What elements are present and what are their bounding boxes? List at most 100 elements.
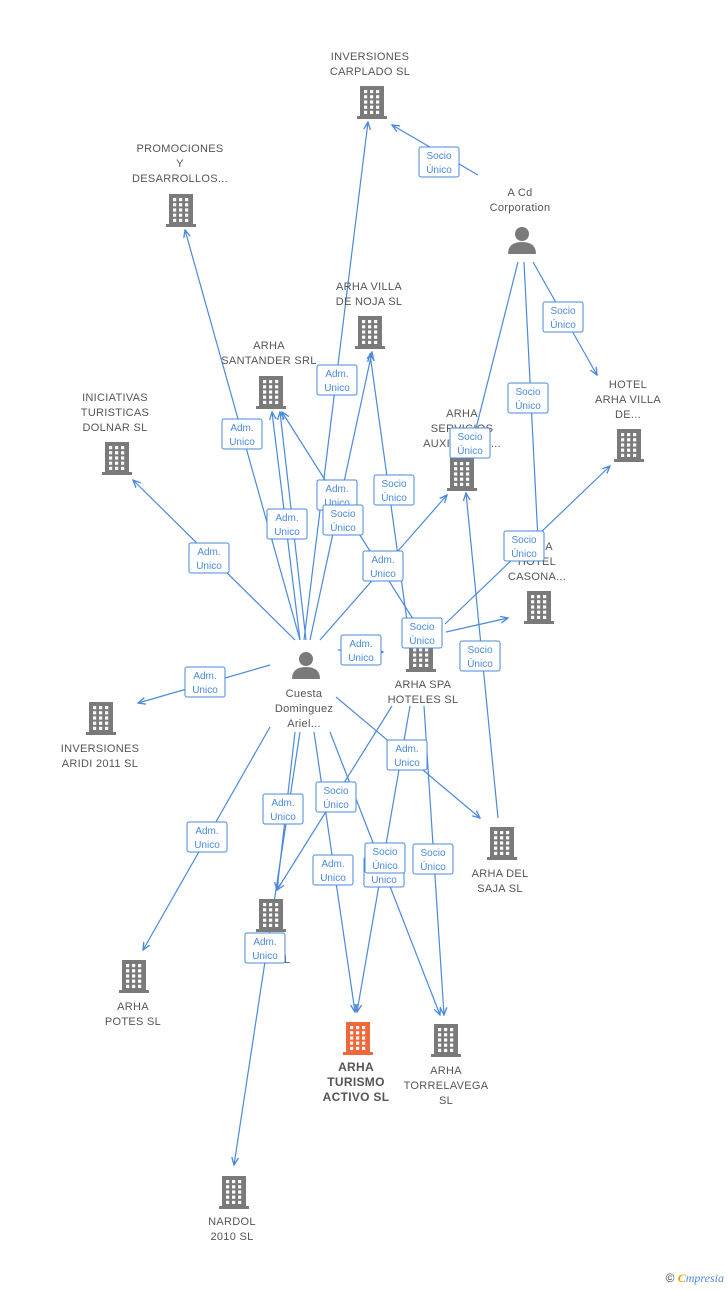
edge-label-box — [315, 781, 357, 813]
edge-label-box — [449, 427, 491, 459]
node-label: ARHA — [253, 340, 285, 352]
edge-label-box — [373, 474, 415, 506]
edge-label-text: Único — [467, 657, 493, 670]
edge-label-adm[interactable]: Adm.Unico — [262, 793, 304, 825]
node-label: ARIDI 2011 SL — [62, 758, 138, 770]
node-label: ACTIVO SL — [323, 1090, 390, 1104]
edge-label-text: Único — [330, 521, 356, 534]
person-icon — [508, 227, 536, 254]
edge-label-box — [188, 542, 230, 574]
edge-label-text: Adm. — [349, 639, 372, 650]
building-icon — [256, 899, 286, 932]
node-label: ARHA — [430, 1065, 462, 1077]
building-icon — [219, 1176, 249, 1209]
node-label: ARHA — [446, 408, 478, 420]
edge-label-adm[interactable]: Adm.Unico — [340, 634, 382, 666]
edge-label-adm[interactable]: Adm.Unico — [266, 508, 308, 540]
edge-label-text: Adm. — [275, 513, 298, 524]
edge-label-text: Socio — [420, 848, 445, 859]
edge-label-adm[interactable]: Adm.Unico — [221, 418, 263, 450]
edge-label-adm[interactable]: Adm.Unico — [184, 666, 226, 698]
edge-label-text: Único — [323, 798, 349, 811]
building-icon — [431, 1024, 461, 1057]
building-icon — [614, 429, 644, 462]
node-label: 2010 SL — [210, 1231, 253, 1243]
edge-label-adm[interactable]: Adm.Unico — [244, 932, 286, 964]
edge-label-text: Adm. — [395, 744, 418, 755]
node-aridi[interactable]: INVERSIONES ARIDI 2011 SL — [61, 702, 140, 770]
brand-logo[interactable]: Cmpresia — [677, 1271, 724, 1285]
edge-label-box — [262, 793, 304, 825]
edge-label-text: Socio — [457, 432, 482, 443]
node-label: CARPLADO SL — [330, 66, 410, 78]
edge-label-text: Adm. — [371, 555, 394, 566]
building-icon — [343, 1022, 373, 1055]
edge-label-text: Socio — [467, 645, 492, 656]
edge-label-text: Unico — [371, 875, 397, 886]
node-label: ARHA DEL — [472, 868, 529, 880]
edge-label-text: Único — [457, 444, 483, 457]
edge-label-box — [412, 843, 454, 875]
edge-label-adm[interactable]: Adm.Unico — [188, 542, 230, 574]
edge-label-text: Adm. — [321, 859, 344, 870]
node-label: POTES SL — [105, 1016, 161, 1028]
edge-label-text: Unico — [324, 498, 350, 509]
edge-label-text: Unico — [229, 437, 255, 448]
edge-labels-layer: SocioÚnicoSocioÚnicoSocioÚnicoSocioÚnico… — [184, 146, 584, 964]
building-icon — [447, 458, 477, 491]
node-label: Y — [176, 158, 184, 170]
edge-label-text: Adm. — [253, 937, 276, 948]
edge-label-adm[interactable]: Adm.Unico — [386, 739, 428, 771]
edge-label-text: Socio — [330, 509, 355, 520]
node-label: Dominguez — [275, 703, 333, 715]
building-icon — [86, 702, 116, 735]
node-cuesta[interactable]: CuestaDominguezAriel... — [275, 652, 333, 730]
edge-label-text: Socio — [372, 847, 397, 858]
copyright-symbol: © — [665, 1271, 675, 1285]
node-label: INVERSIONES — [61, 743, 140, 755]
edge-label-text: Único — [381, 491, 407, 504]
building-icon — [487, 827, 517, 860]
node-label: PROMOCIONES — [136, 143, 223, 155]
edge-label-box — [418, 146, 460, 178]
node-label: DOLNAR SL — [82, 422, 147, 434]
edge-label-box — [244, 932, 286, 964]
edge-label-text: Socio — [515, 387, 540, 398]
edge-label-adm[interactable]: Adm.Unico — [362, 550, 404, 582]
edge-label-adm[interactable]: Adm.Unico — [186, 821, 228, 853]
edge-label-text: Único — [426, 163, 452, 176]
node-label: ARHA SPA — [395, 679, 452, 691]
edge-label-text: Único — [550, 318, 576, 331]
node-promociones[interactable]: PROMOCIONESYDESARROLLOS... — [132, 143, 228, 227]
edge-label-adm[interactable]: Adm.Unico — [316, 364, 358, 396]
edge-label-adm[interactable]: Adm.Unico — [312, 854, 354, 886]
building-icon — [355, 316, 385, 349]
edge-label-box — [459, 640, 501, 672]
edge-label-text: Socio — [511, 535, 536, 546]
